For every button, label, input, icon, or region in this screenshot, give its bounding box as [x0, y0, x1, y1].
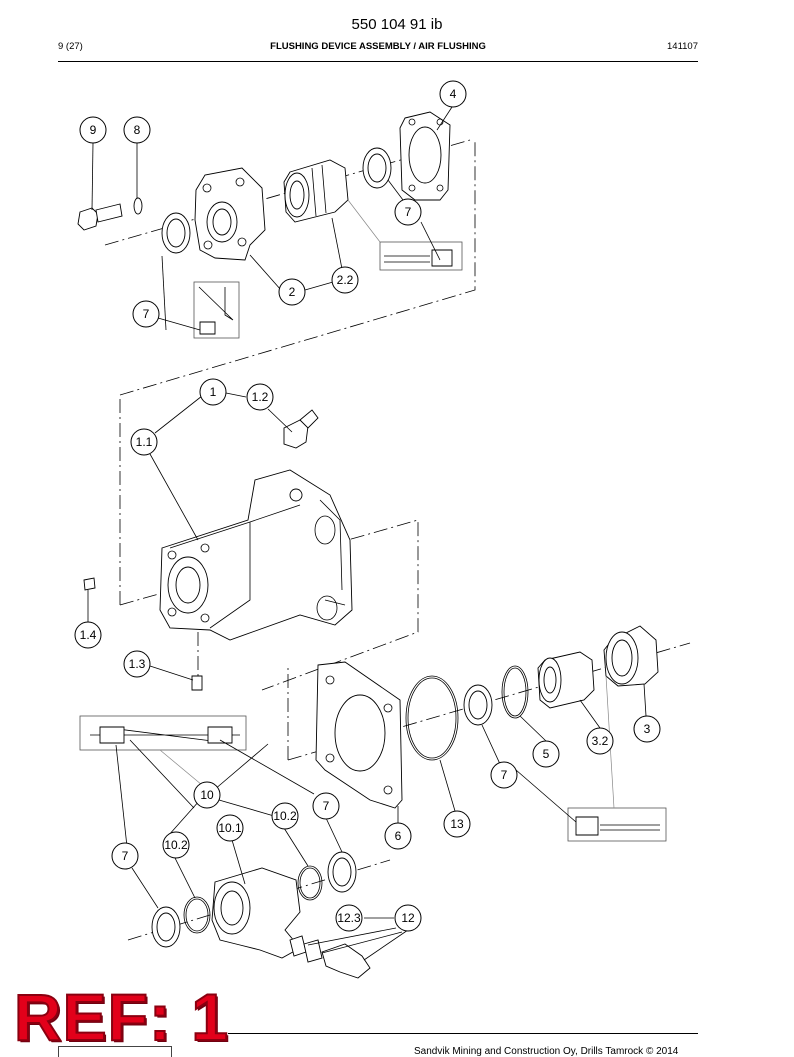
callout-10-2a: 10.2: [271, 802, 299, 830]
page-number: 9 (27): [58, 41, 83, 52]
callout-1-3: 1.3: [123, 650, 151, 678]
svg-text:8: 8: [134, 123, 141, 137]
svg-text:1.2: 1.2: [252, 390, 269, 404]
svg-text:12: 12: [401, 911, 415, 925]
svg-text:3.2: 3.2: [592, 734, 609, 748]
svg-text:4: 4: [450, 87, 457, 101]
svg-text:3: 3: [644, 722, 651, 736]
sandvik-logo: [58, 1046, 172, 1057]
callout-13: 13: [443, 810, 471, 838]
svg-text:1.3: 1.3: [129, 657, 146, 671]
svg-text:6: 6: [395, 829, 402, 843]
callout-7d: 7: [312, 792, 340, 820]
top-assembly-drawing: [77, 111, 476, 396]
svg-text:1.1: 1.1: [136, 435, 153, 449]
middle-housing-drawing: [83, 395, 419, 691]
callout-1: 1: [199, 378, 227, 406]
callout-1-1: 1.1: [130, 428, 158, 456]
leader-lines: [87, 106, 647, 961]
callout-12: 12: [394, 904, 422, 932]
callout-1-2: 1.2: [246, 383, 274, 411]
page-header: 9 (27) FLUSHING DEVICE ASSEMBLY / AIR FL…: [58, 41, 698, 55]
document-number: 550 104 91 ib: [351, 16, 443, 33]
callout-9: 9: [79, 116, 107, 144]
svg-text:5: 5: [543, 747, 550, 761]
callout-2: 2: [278, 278, 306, 306]
callout-7e: 7: [111, 842, 139, 870]
footer-copyright: Sandvik Mining and Construction Oy, Dril…: [414, 1046, 679, 1057]
callout-6: 6: [384, 822, 412, 850]
callout-7b: 7: [132, 300, 160, 328]
svg-text:1.4: 1.4: [80, 628, 97, 642]
svg-text:7: 7: [501, 768, 508, 782]
callout-10-2b: 10.2: [162, 831, 190, 859]
bottom-swivel-drawing: [79, 715, 391, 979]
document-date: 141107: [667, 41, 698, 52]
svg-text:2: 2: [289, 285, 296, 299]
svg-text:10.1: 10.1: [218, 821, 242, 835]
callout-5: 5: [532, 740, 560, 768]
callout-3-2: 3.2: [586, 727, 614, 755]
svg-text:12.3: 12.3: [337, 911, 361, 925]
svg-text:2.2: 2.2: [337, 273, 354, 287]
callout-12-3: 12.3: [335, 904, 363, 932]
svg-text:10: 10: [200, 788, 214, 802]
footer-rule: [228, 1033, 698, 1034]
callout-8: 8: [123, 116, 151, 144]
svg-text:7: 7: [122, 849, 129, 863]
right-parts-drawing: [287, 625, 691, 842]
svg-text:7: 7: [143, 307, 150, 321]
svg-text:10.2: 10.2: [273, 809, 297, 823]
ref-stamp: REF: 1: [13, 980, 230, 1054]
callout-7a: 7: [394, 198, 422, 226]
svg-text:9: 9: [90, 123, 97, 137]
callout-1-4: 1.4: [74, 621, 102, 649]
page-title: FLUSHING DEVICE ASSEMBLY / AIR FLUSHING: [270, 41, 486, 52]
header-rule: [58, 61, 698, 62]
callout-10-1: 10.1: [216, 814, 244, 842]
callout-4: 4: [439, 80, 467, 108]
callout-3: 3: [633, 715, 661, 743]
svg-text:7: 7: [323, 799, 330, 813]
callout-10: 10: [193, 781, 221, 809]
callout-2-2: 2.2: [331, 266, 359, 294]
svg-text:10.2: 10.2: [164, 838, 188, 852]
callout-7c: 7: [490, 761, 518, 789]
svg-text:1: 1: [210, 385, 217, 399]
svg-text:13: 13: [450, 817, 464, 831]
svg-text:7: 7: [405, 205, 412, 219]
